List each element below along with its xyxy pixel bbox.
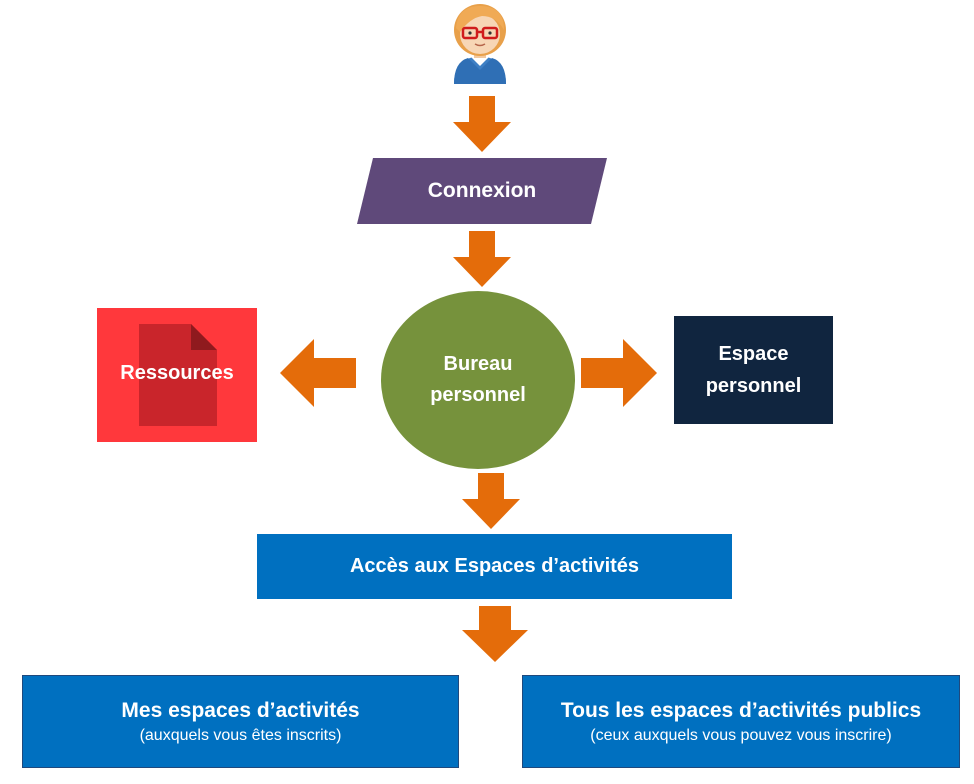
document-icon — [139, 324, 217, 426]
ressources-label: Ressources — [120, 361, 234, 384]
espace-label-line1: Espace — [718, 343, 789, 365]
tous-espaces-title: Tous les espaces d’activités publics — [560, 698, 922, 722]
acces-label: Accès aux Espaces d’activités — [349, 555, 640, 577]
connexion-node: Connexion — [357, 158, 607, 224]
bureau-label-line1: Bureau — [443, 353, 513, 375]
arrow-down-icon — [462, 606, 528, 662]
connexion-label: Connexion — [427, 179, 537, 202]
espace-personnel-node: Espace personnel — [674, 316, 833, 424]
arrow-down-icon — [453, 231, 511, 287]
arrow-right-icon — [581, 339, 657, 407]
tous-espaces-node: Tous les espaces d’activités publics (ce… — [522, 675, 960, 768]
arrow-down-icon — [453, 96, 511, 152]
espace-label-line2: personnel — [705, 375, 802, 397]
arrow-left-icon — [280, 339, 356, 407]
arrow-down-icon — [462, 473, 520, 529]
connexion-shape — [357, 158, 607, 224]
user-avatar-icon — [454, 4, 506, 84]
acces-espaces-node: Accès aux Espaces d’activités — [257, 534, 732, 599]
mes-espaces-title: Mes espaces d’activités — [121, 698, 360, 722]
bureau-personnel-node: Bureau personnel — [381, 291, 575, 469]
bureau-label-line2: personnel — [430, 384, 526, 406]
mes-espaces-subtitle: (auxquels vous êtes inscrits) — [139, 726, 342, 744]
mes-espaces-node: Mes espaces d’activités (auxquels vous ê… — [22, 675, 459, 768]
tous-espaces-subtitle: (ceux auxquels vous pouvez vous inscrire… — [590, 726, 892, 744]
